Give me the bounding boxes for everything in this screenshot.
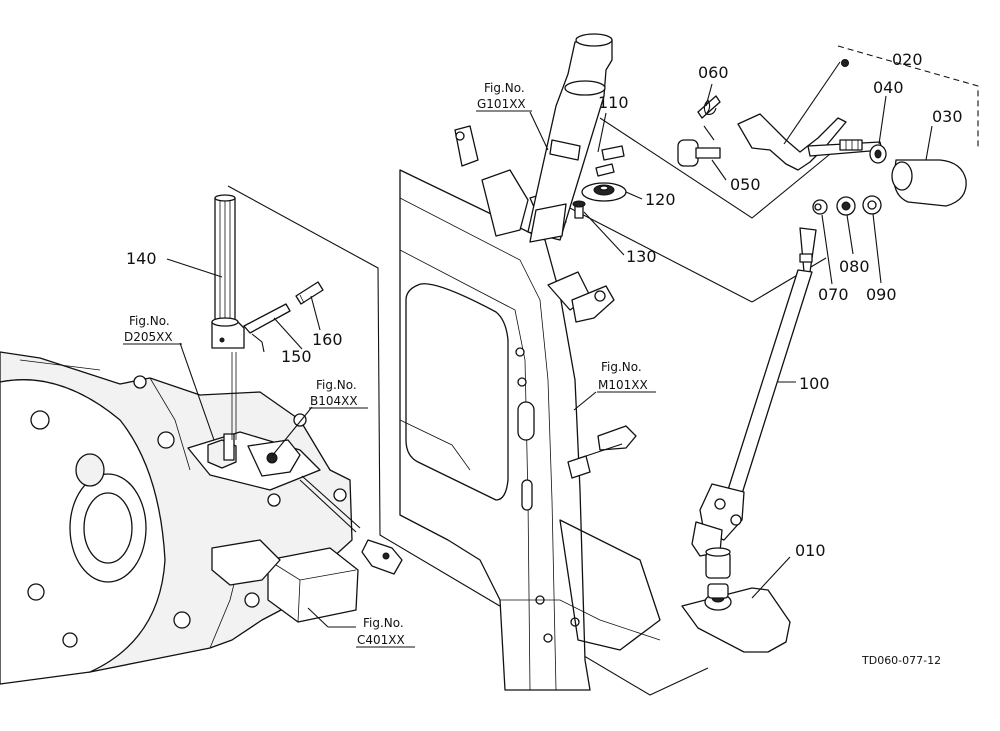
frame-panel: [399, 125, 661, 691]
fig-ref-d205: Fig.No. D205XX: [123, 314, 182, 345]
part-number-090: 090: [866, 285, 897, 304]
part-number-150: 150: [281, 347, 312, 366]
pin-160: [295, 281, 324, 305]
part-120: [581, 182, 627, 202]
svg-text:Fig.No.: Fig.No.: [316, 378, 357, 392]
fig-ref-c401: Fig.No. C401XX: [328, 616, 415, 648]
nut-040: [869, 144, 887, 164]
nut-090: [862, 195, 882, 215]
plate-010: [681, 583, 791, 653]
washer-080: [836, 196, 856, 216]
part-number-050: 050: [730, 175, 761, 194]
leader-lines: [166, 83, 933, 628]
rod-100: [691, 227, 817, 579]
shift-lever-020: [737, 59, 883, 171]
bolt-050: [677, 139, 721, 167]
part-number-060: 060: [698, 63, 729, 82]
drawing-code: TD060-077-12: [861, 654, 941, 667]
collar-070: [812, 199, 828, 215]
part-110: [595, 145, 625, 177]
svg-text:B104XX: B104XX: [310, 394, 358, 408]
part-number-100: 100: [799, 374, 830, 393]
part-number-070: 070: [818, 285, 849, 304]
part-number-120: 120: [645, 190, 676, 209]
svg-text:D205XX: D205XX: [124, 330, 173, 344]
svg-text:G101XX: G101XX: [477, 97, 526, 111]
knob-030: [891, 159, 967, 207]
fig-ref-m101: Fig.No. M101XX: [597, 360, 656, 393]
part-number-040: 040: [873, 78, 904, 97]
part-number-130: 130: [626, 247, 657, 266]
pin-150: [243, 303, 291, 353]
part-number-020: 020: [892, 50, 923, 69]
part-number-140: 140: [126, 249, 157, 268]
part-number-110: 110: [598, 93, 629, 112]
shift-shaft-140: [211, 194, 245, 440]
part-number-030: 030: [932, 107, 963, 126]
svg-text:Fig.No.: Fig.No.: [363, 616, 404, 630]
fig-ref-g101: Fig.No. G101XX: [476, 81, 532, 112]
part-130: [572, 200, 586, 219]
part-number-160: 160: [312, 330, 343, 349]
part-number-080: 080: [839, 257, 870, 276]
svg-text:M101XX: M101XX: [598, 378, 648, 392]
assembly-guide-lines: [227, 45, 979, 696]
part-number-labels: 010 020 030 040 050 060 070 080 090 100 …: [126, 50, 963, 560]
fig-ref-b104: Fig.No. B104XX: [309, 378, 368, 409]
transmission-housing: [0, 351, 403, 685]
spring-060: [697, 95, 721, 141]
part-number-010: 010: [795, 541, 826, 560]
svg-text:C401XX: C401XX: [357, 633, 405, 647]
steering-column: [527, 33, 613, 243]
svg-text:Fig.No.: Fig.No.: [601, 360, 642, 374]
svg-text:Fig.No.: Fig.No.: [129, 314, 170, 328]
figure-references: Fig.No. G101XX Fig.No. D205XX Fig.No. B1…: [123, 81, 656, 648]
svg-text:Fig.No.: Fig.No.: [484, 81, 525, 95]
